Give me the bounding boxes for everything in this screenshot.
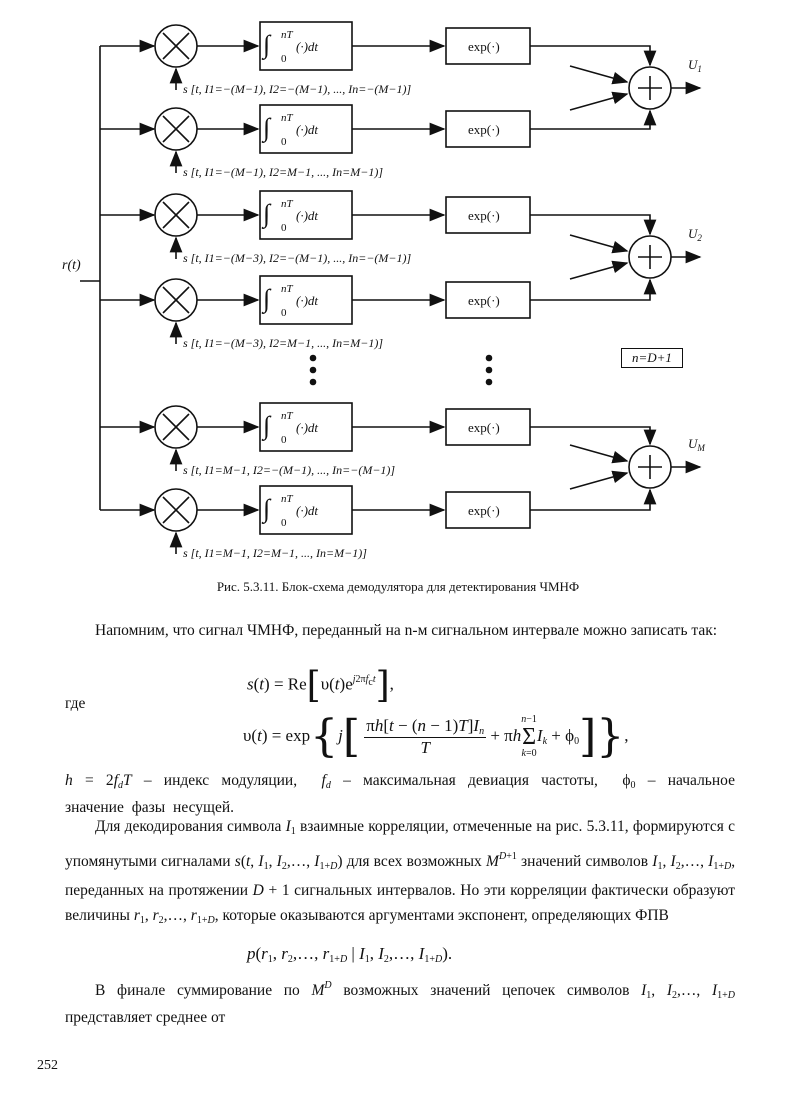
other-input-arrow (569, 234, 629, 254)
exp-to-summer (530, 488, 657, 511)
paragraph-2: h = 2fdT – индекс модуляции, fd – максим… (65, 772, 735, 816)
integral-sign-glyph: ∫ (261, 411, 272, 441)
ellipsis-dot (309, 378, 317, 386)
other-input-arrow (569, 65, 629, 85)
integral-sign-glyph: ∫ (261, 113, 272, 143)
integral-sign-glyph: ∫ (261, 199, 272, 229)
integral-upper-limit: nT (281, 283, 294, 295)
integral-lower-limit: 0 (281, 434, 287, 446)
integral-sign-glyph: ∫ (261, 494, 272, 524)
multiplier-cross (162, 115, 190, 143)
other-input-arrow (569, 470, 629, 490)
exp-to-summer (530, 278, 657, 301)
exp-label: exp(·) (468, 420, 500, 435)
integral-upper-limit: nT (281, 29, 294, 41)
integral-lower-limit: 0 (281, 53, 287, 65)
exp-label: exp(·) (468, 503, 500, 518)
note-box: n=D+1 (621, 348, 683, 368)
multiplier-cross (162, 413, 190, 441)
exp-to-summer (530, 45, 657, 67)
figure-caption: Рис. 5.3.11. Блок-схема демодулятора для… (216, 579, 580, 594)
where-label: где (65, 695, 86, 712)
paragraph-1: Напомним, что сигнал ЧМНФ, переданный на… (95, 622, 718, 639)
output-label: U1 (688, 57, 702, 74)
multiplier-cross (162, 201, 190, 229)
integral-lower-limit: 0 (281, 517, 287, 529)
multiplier-cross (162, 496, 190, 524)
exp-to-summer (530, 109, 657, 130)
signal-label: s [t, I1=−(M−3), I2=−(M−1), ..., In=−(M−… (183, 251, 412, 265)
signal-label: s [t, I1=−(M−3), I2=M−1, ..., In=M−1)] (183, 336, 383, 350)
page-number: 252 (37, 1058, 58, 1073)
output-label: UM (688, 436, 705, 453)
exp-label: exp(·) (468, 293, 500, 308)
demodulator-block-diagram: ∫ nT 0 (·)dt exp(·) s [t, I1=−(M−1), I2=−(M−1… (80, 21, 705, 560)
integral-lower-limit: 0 (281, 307, 287, 319)
exp-label: exp(·) (468, 39, 500, 54)
integral-body: (·)dt (296, 122, 318, 137)
integral-body: (·)dt (296, 503, 318, 518)
integral-body: (·)dt (296, 420, 318, 435)
ellipsis-dot (309, 366, 317, 374)
signal-label: s [t, I1=−(M−1), I2=M−1, ..., In=M−1)] (183, 165, 383, 179)
paragraph-3: Для декодирования символа I1 взаимные ко… (65, 818, 736, 926)
exp-label: exp(·) (468, 208, 500, 223)
integral-lower-limit: 0 (281, 222, 287, 234)
signal-label: s [t, I1=M−1, I2=−(M−1), ..., In=−(M−1)] (183, 463, 395, 477)
ellipsis-dot (485, 366, 493, 374)
integral-body: (·)dt (296, 293, 318, 308)
equation-pdf: p(r1, r2,…, r1+D | I1, I2,…, I1+D). (247, 944, 453, 965)
integral-sign-glyph: ∫ (261, 284, 272, 314)
other-input-arrow (569, 260, 629, 280)
integral-lower-limit: 0 (281, 136, 287, 148)
integral-sign-glyph: ∫ (261, 30, 272, 60)
output-label: U2 (688, 226, 702, 243)
integral-upper-limit: nT (281, 410, 294, 422)
other-input-arrow (569, 91, 629, 111)
ellipsis-dot (485, 378, 493, 386)
equation-s: s(t) = Re[υ(t)ej2πfct], (247, 665, 394, 706)
input-label: r(t) (62, 258, 81, 273)
multiplier-cross (162, 32, 190, 60)
ellipsis-dot (485, 354, 493, 362)
signal-label: s [t, I1=M−1, I2=M−1, ..., In=M−1)] (183, 546, 367, 560)
other-input-arrow (569, 444, 629, 464)
paragraph-4: В финале суммирование по MD возможных зн… (65, 980, 735, 1026)
multiplier-cross (162, 286, 190, 314)
integral-upper-limit: nT (281, 112, 294, 124)
integral-body: (·)dt (296, 39, 318, 54)
signal-label: s [t, I1=−(M−1), I2=−(M−1), ..., In=−(M−… (183, 82, 412, 96)
integral-body: (·)dt (296, 208, 318, 223)
exp-label: exp(·) (468, 122, 500, 137)
exp-to-summer (530, 214, 657, 236)
exp-to-summer (530, 426, 657, 446)
ellipsis-dot (309, 354, 317, 362)
integral-upper-limit: nT (281, 493, 294, 505)
integral-upper-limit: nT (281, 198, 294, 210)
